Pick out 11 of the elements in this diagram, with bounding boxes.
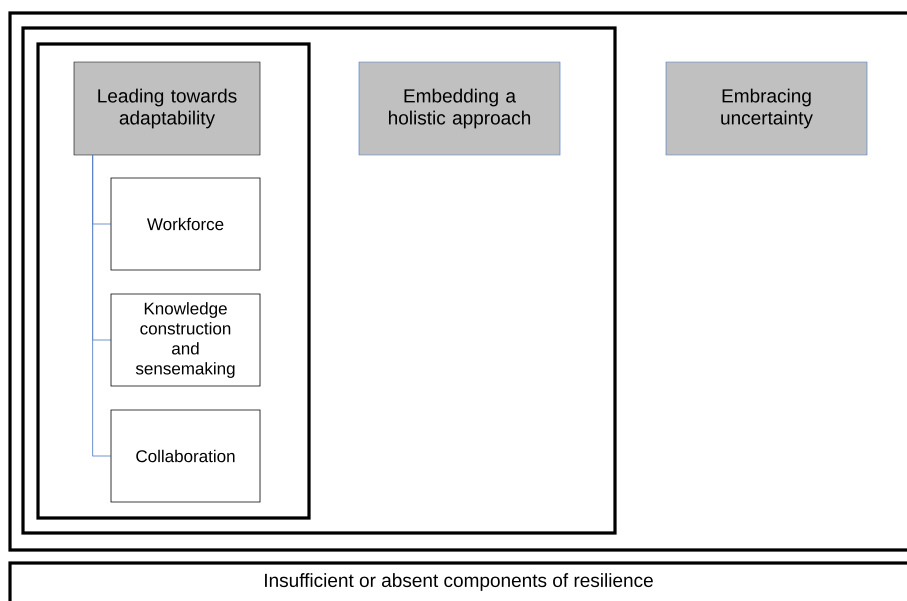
frame-box	[36, 42, 311, 520]
category-box: Embracing uncertainty	[666, 62, 868, 156]
category-box: Leading towards adaptability	[74, 62, 260, 156]
category-box: Embedding a holistic approach	[358, 62, 560, 156]
subcategory-box: Collaboration	[110, 410, 260, 502]
connector-line	[92, 154, 111, 456]
banner-box: Insufficient or absent components of resilience	[8, 561, 907, 601]
frame-box	[8, 11, 907, 552]
subcategory-box: Knowledge construction and sensemaking	[110, 294, 260, 386]
subcategory-box: Workforce	[110, 178, 260, 270]
frame-box	[21, 26, 617, 535]
